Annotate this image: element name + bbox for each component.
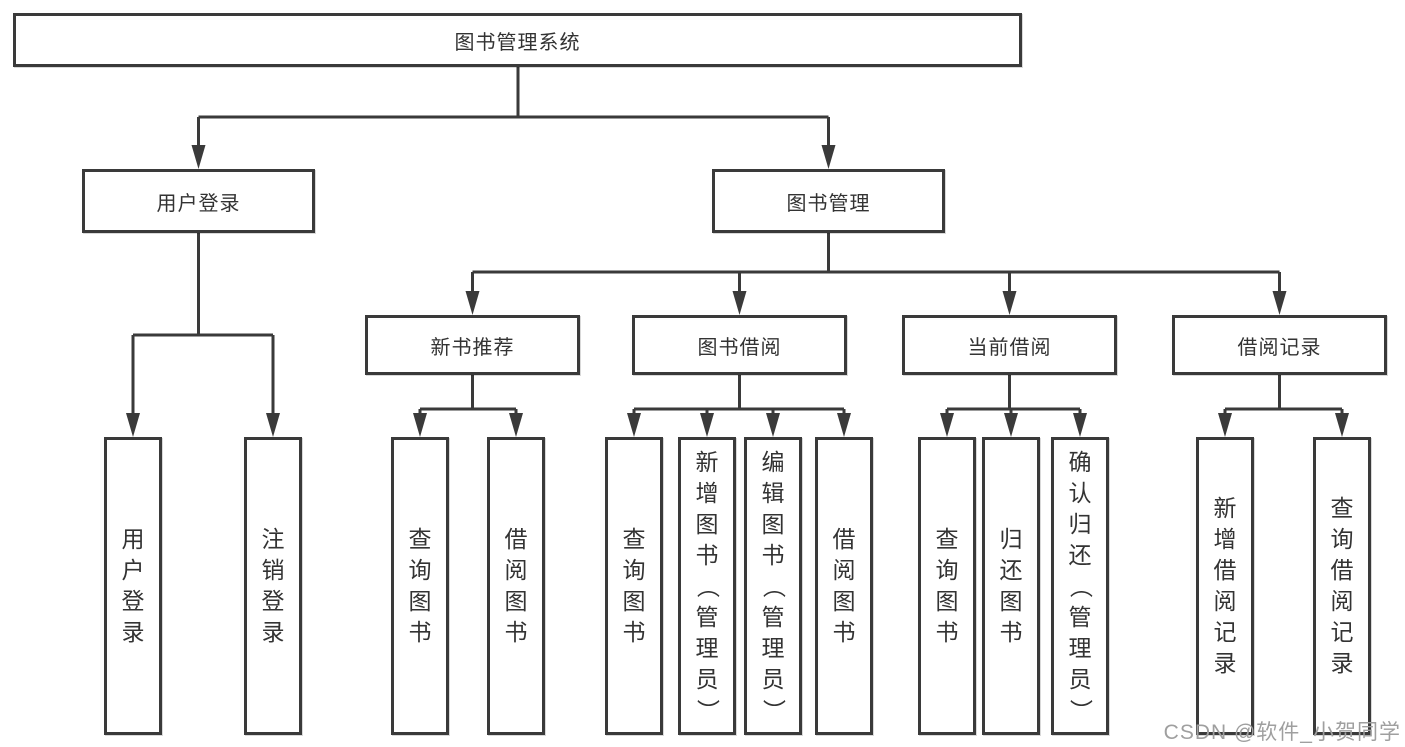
- leaf-query-book-1: 查询图书: [391, 437, 449, 735]
- leaf-user-login-label: 用户登录: [121, 526, 145, 645]
- leaf-edit-book-admin-label: 编辑图书（管理员）: [760, 448, 787, 722]
- leaf-query-book-2: 查询图书: [605, 437, 663, 735]
- leaf-query-book-2-label: 查询图书: [622, 526, 646, 645]
- leaf-query-book-3-label: 查询图书: [935, 526, 959, 645]
- node-root-system: 图书管理系统: [13, 13, 1022, 67]
- node-borrow-records-label: 借阅记录: [1237, 336, 1322, 359]
- leaf-return-book: 归还图书: [982, 437, 1040, 735]
- arrowheads: [126, 145, 1349, 437]
- connector-user-login: [131, 233, 275, 419]
- leaf-return-book-label: 归还图书: [999, 526, 1023, 645]
- node-borrow-records: 借阅记录: [1172, 315, 1387, 375]
- leaf-edit-book-admin: 编辑图书（管理员）: [744, 437, 802, 735]
- node-current-borrow-label: 当前借阅: [967, 336, 1052, 359]
- leaf-user-login: 用户登录: [104, 437, 162, 735]
- leaf-add-borrow-record-label: 新增借阅记录: [1213, 495, 1237, 676]
- connector-book-management: [471, 233, 1281, 297]
- leaf-borrow-book-1: 借阅图书: [487, 437, 545, 735]
- leaf-add-borrow-record: 新增借阅记录: [1196, 437, 1254, 735]
- node-book-borrow: 图书借阅: [632, 315, 847, 375]
- connector-records: [1223, 375, 1344, 419]
- leaf-borrow-book-2: 借阅图书: [815, 437, 873, 735]
- connector-root: [197, 67, 830, 151]
- leaf-query-borrow-record-label: 查询借阅记录: [1330, 495, 1354, 676]
- node-book-management-label: 图书管理: [786, 192, 871, 215]
- node-book-borrow-label: 图书借阅: [697, 336, 782, 359]
- node-new-book-recommend-label: 新书推荐: [430, 336, 515, 359]
- node-book-management: 图书管理: [712, 169, 945, 233]
- leaf-query-book-3: 查询图书: [918, 437, 976, 735]
- leaf-borrow-book-2-label: 借阅图书: [832, 526, 856, 645]
- leaf-logout: 注销登录: [244, 437, 302, 735]
- connector-new-book: [418, 375, 518, 419]
- leaf-query-book-1-label: 查询图书: [408, 526, 432, 645]
- node-user-login: 用户登录: [82, 169, 315, 233]
- node-current-borrow: 当前借阅: [902, 315, 1117, 375]
- node-user-login-label: 用户登录: [156, 192, 241, 215]
- node-new-book-recommend: 新书推荐: [365, 315, 580, 375]
- csdn-watermark: CSDN @软件_小贺同学: [1163, 721, 1401, 744]
- connector-borrow: [632, 375, 846, 419]
- leaf-query-borrow-record: 查询借阅记录: [1313, 437, 1371, 735]
- leaf-add-book-admin: 新增图书（管理员）: [678, 437, 736, 735]
- leaf-confirm-return-admin: 确认归还（管理员）: [1051, 437, 1109, 735]
- leaf-borrow-book-1-label: 借阅图书: [504, 526, 528, 645]
- leaf-logout-label: 注销登录: [261, 526, 285, 645]
- leaf-confirm-return-admin-label: 确认归还（管理员）: [1067, 448, 1094, 722]
- node-root-label: 图书管理系统: [454, 31, 581, 54]
- leaf-add-book-admin-label: 新增图书（管理员）: [694, 448, 721, 722]
- connector-current: [945, 375, 1082, 419]
